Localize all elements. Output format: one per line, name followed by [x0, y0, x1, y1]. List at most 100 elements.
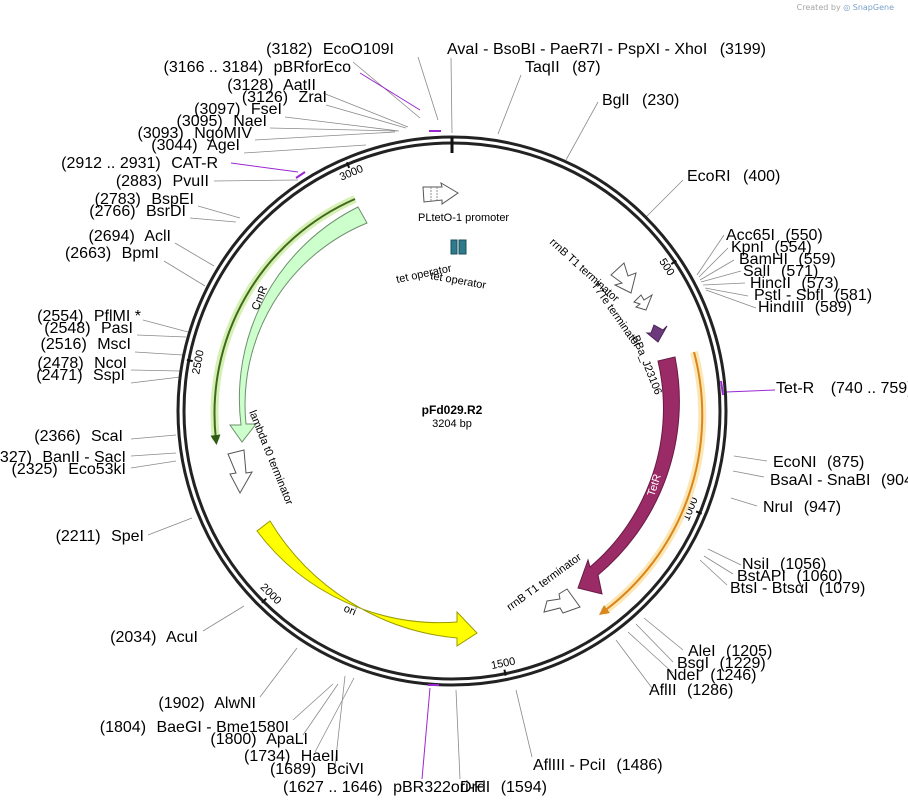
site-aatii-group: (3128) AatII	[227, 77, 316, 94]
tick-mark	[186, 358, 193, 363]
site-ndei-name: NdeI	[666, 667, 700, 684]
tick-mark	[261, 597, 267, 604]
site-agei-pos: (3044)	[151, 137, 197, 154]
site-ngomiv-pos: (3093)	[138, 125, 184, 142]
site-bpmi-pos: (2663)	[65, 245, 111, 262]
site-alei-pos: (1205)	[726, 643, 772, 660]
site-acui-pos: (2034)	[110, 629, 156, 646]
tick-label: 2500	[190, 349, 206, 375]
site-taqii-pos: (87)	[572, 59, 600, 76]
site-bamhi-group: BamHI (559)	[739, 251, 836, 268]
site-haeii-group: (1734) HaeII	[244, 748, 339, 765]
site-bgli-name: BglI	[602, 92, 630, 109]
site-pflmi-name: PflMI *	[94, 308, 141, 325]
site-hindiii-pos: (589)	[815, 299, 852, 316]
snapgene-credit: Created by ◎ SnapGene	[797, 3, 894, 12]
site-avai-group: AvaI - BsoBI - PaeR7I - PspXI - XhoI (31…	[447, 41, 766, 58]
site-pasi-name: PasI	[101, 320, 133, 337]
primer-pbrforeco-name: pBRforEco	[274, 59, 351, 76]
site-ecori-pos: (400)	[743, 168, 780, 185]
site-afliii-name: AflIII - PciI	[533, 757, 606, 774]
site-banii-pos: (2327)	[0, 449, 32, 466]
site-apali-group: (1800) ApaLI	[210, 731, 308, 748]
site-acli-pos: (2694)	[89, 228, 135, 245]
site-eco53ki-pos: (2325)	[11, 461, 57, 478]
site-econi-group: EcoNI (875)	[773, 454, 864, 471]
site-eco53ki-group: (2325) Eco53kI	[11, 461, 126, 478]
site-labels: AvaI - BsoBI - PaeR7I - PspXI - XhoI (31…	[0, 41, 908, 796]
site-bcivi-name: BciVI	[327, 761, 364, 778]
site-agei-name: AgeI	[207, 137, 240, 154]
site-nsii-group: NsiI (1056)	[742, 556, 826, 573]
site-afliii-group: AflIII - PciI (1486)	[533, 757, 663, 774]
site-bsrdi-name: BsrDI	[146, 203, 186, 220]
primer-labels: (3166 .. 3184) pBRforEco (2912 .. 2931) …	[61, 59, 908, 796]
site-nrui-name: NruI	[763, 499, 793, 516]
site-ncoi-pos: (2478)	[37, 355, 83, 372]
site-acc65i-group: Acc65I (550)	[726, 227, 823, 244]
site-fsei-group: (3097) FseI	[194, 101, 282, 118]
pltet-promoter-feature	[422, 181, 459, 205]
site-ecori-group: EcoRI (400)	[687, 168, 780, 185]
site-bpmi-name: BpmI	[122, 245, 159, 262]
site-baegi-pos: (1804)	[100, 719, 146, 736]
site-bsaai-group: BsaAI - SnaBI (904)	[770, 472, 908, 489]
tick-label: 2000	[258, 581, 284, 607]
site-btsi-group: BtsI - BtsαI (1079)	[730, 580, 865, 597]
site-psti-name: PstI - SbfI	[754, 287, 824, 304]
site-hincii-pos: (573)	[801, 275, 838, 292]
site-aflii-pos: (1286)	[687, 682, 733, 699]
site-bsrdi-pos: (2766)	[89, 203, 135, 220]
site-psti-group: PstI - SbfI (581)	[754, 287, 872, 304]
primer-pbrforeco-group: (3166 .. 3184) pBRforEco	[164, 59, 352, 76]
primer-pbr322ori-range: (1627 .. 1646)	[283, 779, 383, 796]
site-bsgi-pos: (1229)	[719, 655, 765, 672]
site-scai-group: (2366) ScaI	[34, 428, 123, 445]
site-pvuii-name: PvuII	[173, 173, 209, 190]
site-alwni-pos: (1902)	[158, 695, 204, 712]
site-nsii-pos: (1056)	[780, 556, 826, 573]
site-bcivi-pos: (1689)	[270, 761, 316, 778]
site-pvuii-pos: (2883)	[116, 173, 162, 190]
site-hindiii-group: HindIII (589)	[758, 299, 852, 316]
site-apali-name: ApaLI	[266, 731, 308, 748]
primer-catr-group: (2912 .. 2931) CAT-R	[61, 155, 218, 172]
site-bsrdi-group: (2766) BsrDI	[89, 203, 186, 220]
primer-leaders	[230, 72, 776, 780]
site-ngomiv-name: NgoMIV	[194, 125, 252, 142]
site-haeii-name: HaeII	[301, 748, 339, 765]
site-banii-name: BanII - SacI	[42, 449, 126, 466]
site-naei-pos: (3095)	[177, 113, 223, 130]
site-bspei-name: BspEI	[151, 191, 194, 208]
site-hincii-group: HincII (573)	[750, 275, 839, 292]
bba-j23106-feature	[645, 324, 668, 343]
site-scai-pos: (2366)	[34, 428, 80, 445]
site-avai-name: AvaI - BsoBI - PaeR7I - PspXI - XhoI	[447, 41, 707, 58]
site-drdi-pos: (1594)	[501, 779, 547, 796]
site-msci-group: (2516) MscI	[41, 336, 131, 353]
site-naei-name: NaeI	[233, 113, 267, 130]
site-ecori-name: EcoRI	[687, 168, 731, 185]
primer-tetr-range: (740 .. 759)	[831, 380, 908, 397]
site-msci-name: MscI	[97, 336, 131, 353]
site-kpni-group: KpnI (554)	[731, 239, 812, 256]
features	[210, 181, 707, 647]
site-bpmi-group: (2663) BpmI	[65, 245, 159, 262]
site-hincii-name: HincII	[750, 275, 791, 292]
site-ncoi-group: (2478) NcoI	[37, 355, 127, 372]
site-alei-group: AleI (1205)	[688, 643, 772, 660]
site-spei-name: SpeI	[111, 528, 144, 545]
site-nrui-pos: (947)	[804, 499, 841, 516]
site-ecoo109i-name: EcoO109I	[323, 41, 394, 58]
rrnb-terminator-2-feature	[543, 588, 581, 614]
primer-marks	[295, 130, 724, 686]
site-psti-pos: (581)	[835, 287, 872, 304]
site-sali-name: SalI	[743, 263, 771, 280]
site-pvuii-group: (2883) PvuII	[116, 173, 209, 190]
site-bsgi-group: BsgI (1229)	[677, 655, 766, 672]
cmr-feature	[229, 206, 368, 443]
site-baegi-name: BaeGI - Bme1580I	[156, 719, 289, 736]
site-apali-pos: (1800)	[210, 731, 256, 748]
plasmid-size: 3204 bp	[432, 418, 472, 430]
site-scai-name: ScaI	[91, 428, 123, 445]
